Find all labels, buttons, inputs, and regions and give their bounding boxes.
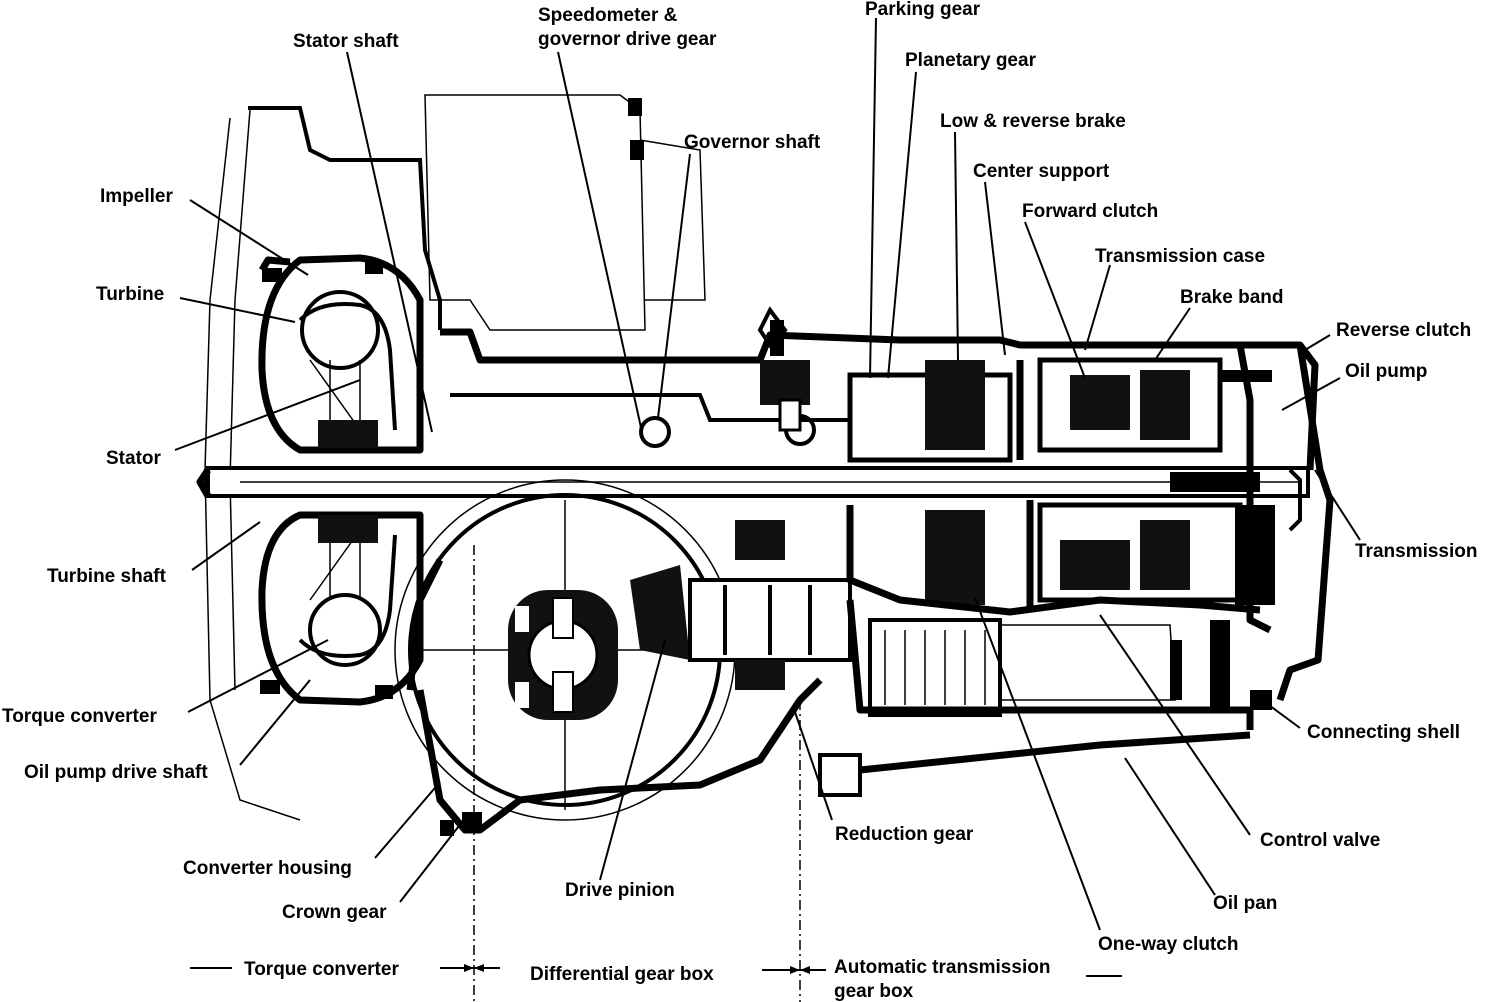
leader-low-reverse-brake bbox=[954, 131, 959, 361]
leader-speedometer bbox=[557, 51, 643, 433]
label-control-valve: Control valve bbox=[1260, 830, 1380, 851]
leader-stator bbox=[174, 379, 361, 451]
section-dividers bbox=[190, 545, 1122, 1002]
leader-transmission-case bbox=[1084, 264, 1111, 351]
label-turbine: Turbine bbox=[96, 284, 164, 305]
label-oil-pump-drive-shaft: Oil pump drive shaft bbox=[24, 762, 208, 783]
transmission-drawing bbox=[196, 94, 1334, 836]
label-speedometer-line2: governor drive gear bbox=[538, 29, 717, 50]
leader-governor-shaft bbox=[657, 153, 691, 419]
label-oil-pump: Oil pump bbox=[1345, 361, 1427, 382]
leader-parking-gear bbox=[869, 17, 877, 379]
label-stator: Stator bbox=[106, 448, 162, 469]
label-speedometer-line1: Speedometer & bbox=[538, 5, 678, 26]
label-transmission: Transmission bbox=[1355, 541, 1478, 562]
leader-oil-pan bbox=[1124, 757, 1216, 896]
label-brake-band: Brake band bbox=[1180, 287, 1283, 308]
leader-brake-band bbox=[1154, 307, 1191, 361]
label-low-reverse-brake: Low & reverse brake bbox=[940, 111, 1126, 132]
leader-stator-shaft bbox=[346, 51, 433, 433]
label-crown-gear: Crown gear bbox=[282, 902, 387, 923]
leader-oil-pump bbox=[1281, 377, 1341, 411]
label-governor-shaft: Governor shaft bbox=[684, 132, 821, 153]
leader-lines bbox=[174, 17, 1361, 931]
leader-reduction-gear bbox=[794, 711, 833, 821]
label-connecting-shell: Connecting shell bbox=[1307, 722, 1460, 743]
label-reduction-gear: Reduction gear bbox=[835, 824, 974, 845]
label-planetary-gear: Planetary gear bbox=[905, 50, 1037, 71]
leader-one-way-clutch bbox=[974, 597, 1101, 931]
label-converter-housing: Converter housing bbox=[183, 858, 352, 879]
label-oil-pan: Oil pan bbox=[1213, 893, 1277, 914]
leader-center-support bbox=[984, 181, 1006, 356]
label-torque-converter: Torque converter bbox=[2, 706, 157, 727]
section-torque-converter: Torque converter bbox=[244, 959, 399, 980]
leader-control-valve bbox=[1099, 614, 1251, 836]
leader-forward-clutch bbox=[1024, 221, 1086, 379]
main-shaft-drawing bbox=[196, 466, 1310, 498]
label-impeller: Impeller bbox=[100, 186, 173, 207]
leader-connecting-shell bbox=[1261, 699, 1301, 729]
leader-turbine bbox=[179, 297, 296, 323]
label-stator-shaft: Stator shaft bbox=[293, 31, 399, 52]
section-automatic-transmission-line1: Automatic transmission bbox=[834, 957, 1050, 978]
label-one-way-clutch: One-way clutch bbox=[1098, 934, 1238, 955]
leader-torque-converter bbox=[187, 639, 329, 713]
label-forward-clutch: Forward clutch bbox=[1022, 201, 1158, 222]
leader-crown-gear bbox=[399, 821, 463, 903]
label-reverse-clutch: Reverse clutch bbox=[1336, 320, 1471, 341]
part-labels: Speedometer & governor drive gear Parkin… bbox=[2, 0, 1478, 955]
leader-converter-housing bbox=[374, 781, 441, 859]
leader-planetary-gear bbox=[887, 71, 917, 379]
label-drive-pinion: Drive pinion bbox=[565, 880, 675, 901]
leader-oil-pump-drive-shaft bbox=[239, 679, 311, 766]
label-transmission-case: Transmission case bbox=[1095, 246, 1265, 267]
section-automatic-transmission-line2: gear box bbox=[834, 981, 914, 1002]
leader-drive-pinion bbox=[599, 639, 666, 881]
label-parking-gear: Parking gear bbox=[865, 0, 981, 20]
torque-converter-drawing bbox=[258, 254, 424, 706]
leader-transmission bbox=[1314, 469, 1361, 541]
gearbox-drawing bbox=[757, 306, 1275, 634]
section-labels: Torque converter Differential gear box A… bbox=[244, 957, 1050, 1002]
leader-turbine-shaft bbox=[191, 521, 261, 571]
section-differential-gear-box: Differential gear box bbox=[530, 964, 714, 985]
label-turbine-shaft: Turbine shaft bbox=[47, 566, 167, 587]
label-center-support: Center support bbox=[973, 161, 1110, 182]
oil-pan-drawing bbox=[818, 599, 1272, 797]
leader-impeller bbox=[189, 199, 309, 276]
drive-pinion-drawing bbox=[630, 414, 852, 690]
leader-reverse-clutch bbox=[1304, 334, 1331, 351]
